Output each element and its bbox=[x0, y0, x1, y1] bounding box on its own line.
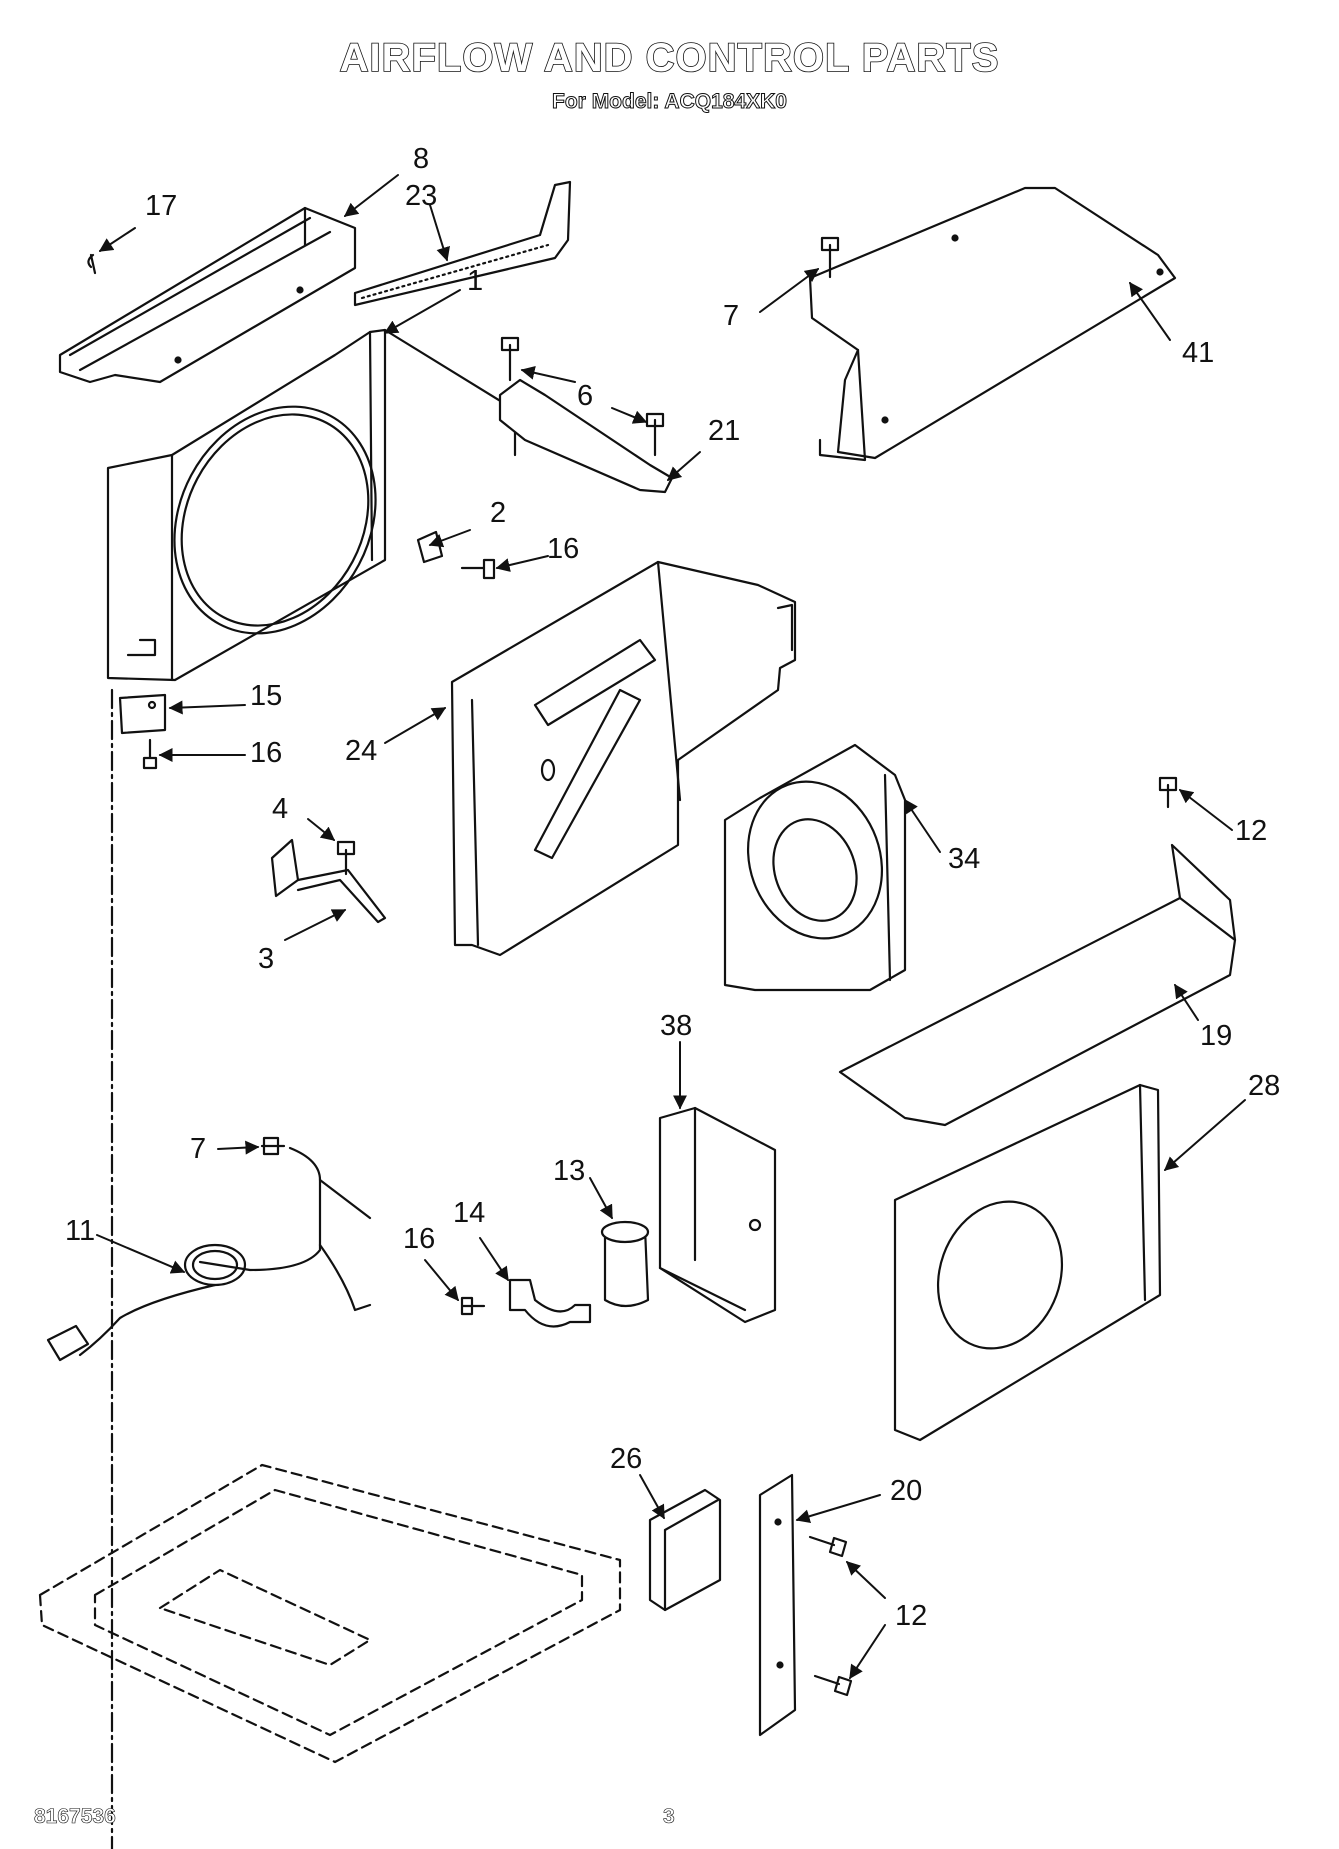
part-4-screw bbox=[336, 840, 356, 876]
part-38-control-bracket bbox=[658, 1106, 777, 1324]
part-6-screw-a bbox=[500, 336, 520, 382]
part-26-control-module bbox=[648, 1488, 722, 1612]
page-number: 3 bbox=[663, 1805, 675, 1829]
base-pan bbox=[38, 1463, 622, 1764]
leader-arrows bbox=[96, 174, 1246, 1680]
callout-labels: 17 8 23 1 6 21 7 41 2 16 15 16 24 4 3 34… bbox=[65, 143, 1280, 1632]
part-15-bracket bbox=[118, 693, 167, 735]
part-17-clip bbox=[87, 253, 97, 275]
callout-6: 6 bbox=[577, 380, 593, 412]
callout-2: 2 bbox=[490, 497, 506, 529]
callout-34: 34 bbox=[948, 843, 980, 875]
callout-16-left: 16 bbox=[250, 737, 282, 769]
part-3-bracket bbox=[270, 838, 387, 924]
part-7-screw-a bbox=[820, 236, 840, 279]
part-12-screw-b bbox=[808, 1535, 848, 1558]
part-20-side-bracket bbox=[758, 1473, 797, 1737]
part-13-capacitor bbox=[600, 1220, 650, 1308]
part-34-blower-housing bbox=[723, 743, 907, 992]
part-24-divider-panel bbox=[450, 560, 797, 957]
callout-13: 13 bbox=[553, 1155, 585, 1187]
part-28-partition bbox=[893, 1083, 1162, 1442]
page-title: AIRFLOW AND CONTROL PARTS bbox=[339, 35, 1000, 81]
callout-38: 38 bbox=[660, 1010, 692, 1042]
callout-7-top: 7 bbox=[723, 300, 739, 332]
callout-20: 20 bbox=[890, 1475, 922, 1507]
part-12-screw-a bbox=[1158, 776, 1178, 809]
callout-11: 11 bbox=[65, 1215, 95, 1247]
part-16-screw-b bbox=[460, 558, 496, 580]
part-41-top-cover bbox=[808, 186, 1177, 462]
callout-12-top: 12 bbox=[1235, 815, 1267, 847]
part-7-screw-b bbox=[260, 1136, 286, 1156]
part-12-screw-c bbox=[813, 1674, 853, 1697]
callout-7-cord: 7 bbox=[190, 1133, 206, 1165]
part-16-screw-a bbox=[142, 738, 158, 770]
callout-26: 26 bbox=[610, 1443, 642, 1475]
callout-4: 4 bbox=[272, 793, 288, 825]
callout-28: 28 bbox=[1248, 1070, 1280, 1102]
callout-23: 23 bbox=[405, 180, 437, 212]
part-23-seal-strip bbox=[353, 180, 572, 307]
part-16-screw-c bbox=[460, 1296, 486, 1316]
part-11-power-cord bbox=[46, 1146, 372, 1362]
doc-number: 8167536 bbox=[34, 1805, 116, 1829]
callout-8: 8 bbox=[413, 143, 429, 175]
part-21-bracket bbox=[498, 378, 674, 494]
callout-16-top: 16 bbox=[547, 533, 579, 565]
callout-17: 17 bbox=[145, 190, 177, 222]
part-6-screw-b bbox=[645, 412, 665, 457]
model-subtitle: For Model: ACQ184XK0 bbox=[552, 90, 788, 114]
callout-15: 15 bbox=[250, 680, 282, 712]
part-8-top-panel bbox=[58, 206, 357, 384]
callout-41: 41 bbox=[1182, 337, 1214, 369]
callout-3: 3 bbox=[258, 943, 274, 975]
part-2-clip bbox=[416, 530, 444, 564]
callout-14: 14 bbox=[453, 1197, 485, 1229]
callout-12-bottom: 12 bbox=[895, 1600, 927, 1632]
callout-21: 21 bbox=[708, 415, 740, 447]
part-1-fan-shroud bbox=[106, 328, 517, 682]
part-19-channel bbox=[838, 843, 1237, 1127]
callout-24: 24 bbox=[345, 735, 377, 767]
callout-19: 19 bbox=[1200, 1020, 1232, 1052]
part-14-capacitor-strap bbox=[508, 1278, 592, 1328]
callout-16-bottom: 16 bbox=[403, 1223, 435, 1255]
callout-1: 1 bbox=[467, 265, 483, 297]
